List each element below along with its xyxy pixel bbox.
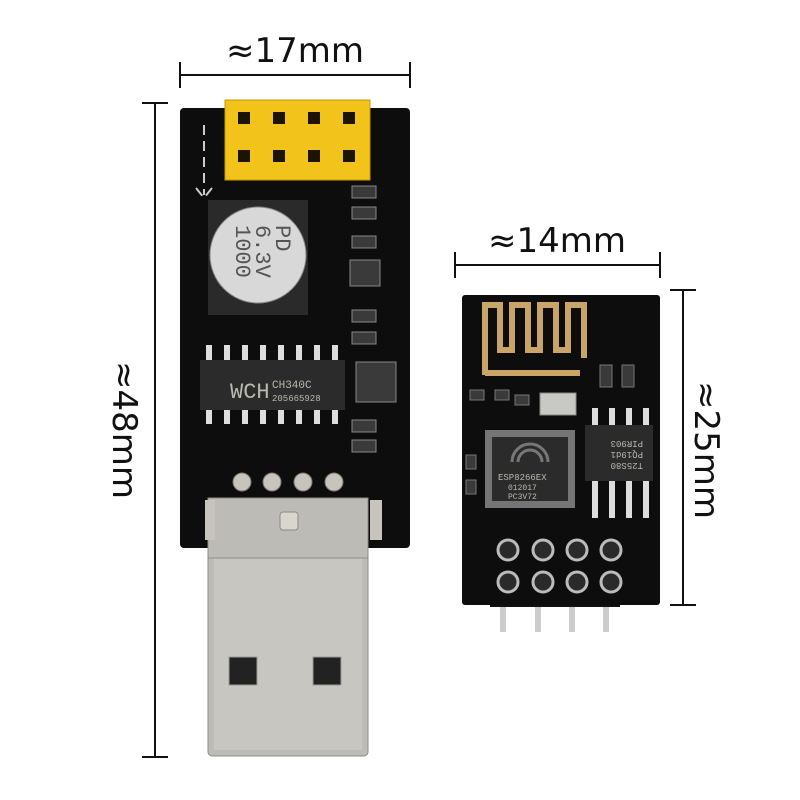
flash-label-code: PQ19d1 — [611, 449, 643, 459]
flash-label-lot: PIR903 — [611, 438, 643, 448]
esp8266ex-chip: ESP8266EX 012017 PC3V72 — [485, 430, 575, 508]
module-width-label: ≈14mm — [488, 221, 626, 261]
flash-label-model: T25S80 — [611, 460, 643, 470]
yellow-pin-header — [224, 99, 371, 181]
esp01-module: ESP8266EX 012017 PC3V72 T25S80 PQ19d1 PI… — [462, 295, 660, 632]
capacitor-label-voltage: 6.3V — [249, 225, 274, 279]
electrolytic-capacitor: 1000 6.3V PD — [208, 200, 308, 315]
crystal — [539, 392, 577, 416]
module-length-label: ≈25mm — [686, 381, 726, 519]
esp-pin-header — [496, 538, 623, 594]
dimension-lines — [142, 62, 696, 758]
chip-code: 205665928 — [272, 394, 321, 404]
capacitor-label-value: 1000 — [229, 225, 254, 278]
capacitor-label-series: PD — [269, 225, 294, 251]
soc-label-model: ESP8266EX — [498, 473, 547, 483]
ch340c-chip: WCH CH340C 205665928 — [200, 345, 345, 424]
soc-label-lot: PC3V72 — [508, 493, 537, 502]
adapter-length-label: ≈48mm — [104, 361, 144, 499]
flash-chip: T25S80 PQ19d1 PIR903 — [585, 408, 653, 518]
soc-label-date: 012017 — [508, 484, 537, 493]
pcb-antenna — [482, 302, 587, 375]
adapter-width-label: ≈17mm — [226, 31, 364, 71]
usb-adapter-board: 1000 6.3V PD WCH CH340C 205665928 — [180, 99, 410, 757]
chip-logo: WCH — [230, 380, 270, 405]
chip-model: CH340C — [272, 380, 312, 392]
